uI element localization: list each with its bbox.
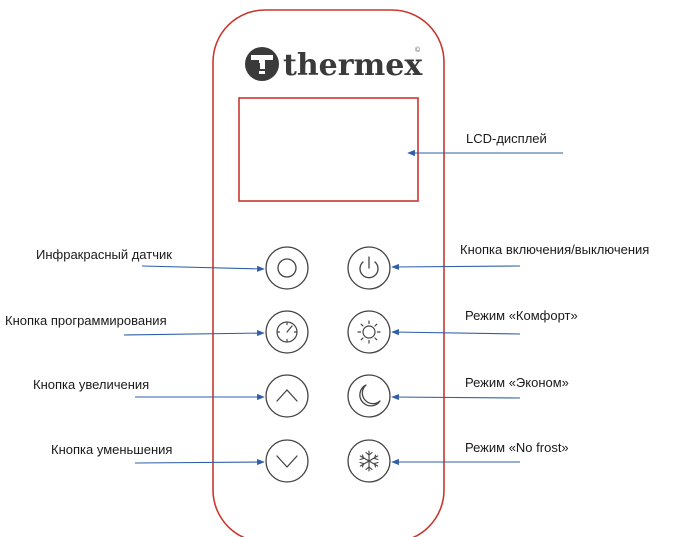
label-eco: Режим «Эконом»: [465, 375, 569, 390]
label-comfort: Режим «Комфорт»: [465, 308, 578, 323]
label-ir-sensor: Инфракрасный датчик: [36, 247, 172, 262]
remote-body: [212, 9, 445, 537]
comfort-mode-button[interactable]: [347, 310, 391, 354]
chevron-down-icon: [276, 455, 298, 468]
arrow-program: [123, 330, 265, 337]
circle-icon: [277, 258, 297, 278]
arrow-ir-sensor: [141, 265, 265, 272]
decrease-button[interactable]: [265, 439, 309, 483]
label-decrease: Кнопка уменьшения: [51, 442, 172, 457]
power-icon: [359, 256, 379, 279]
brand-mark: ©: [415, 46, 421, 54]
arrow-decrease: [134, 458, 265, 466]
program-button[interactable]: [265, 310, 309, 354]
no-frost-mode-button[interactable]: [347, 439, 391, 483]
label-power: Кнопка включения/выключения: [460, 242, 649, 257]
moon-icon: [359, 384, 381, 407]
label-increase: Кнопка увеличения: [33, 377, 149, 392]
label-no-frost: Режим «No frost»: [465, 440, 569, 455]
chevron-up-icon: [276, 389, 298, 402]
lcd-display: [238, 97, 419, 202]
thermex-logo: thermex ©: [245, 46, 423, 83]
arrow-power: [391, 263, 521, 271]
label-lcd: LCD-дисплей: [466, 131, 547, 146]
brand-name: thermex: [283, 48, 423, 83]
power-button[interactable]: [347, 246, 391, 290]
snowflake-icon: [359, 450, 379, 472]
arrow-comfort: [391, 329, 521, 336]
increase-button[interactable]: [265, 374, 309, 418]
label-program: Кнопка программирования: [5, 313, 167, 328]
callout-arrows: [123, 149, 563, 466]
arrow-eco: [391, 393, 521, 401]
eco-mode-button[interactable]: [347, 374, 391, 418]
ir-sensor: [265, 246, 309, 290]
clock-icon: [276, 321, 298, 343]
sun-icon: [357, 320, 381, 344]
